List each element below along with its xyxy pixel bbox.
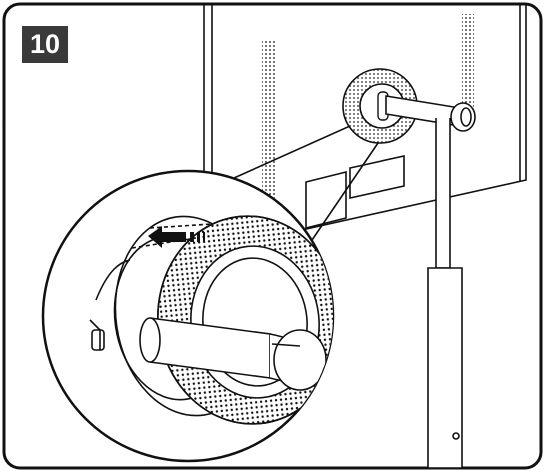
monitor-back [203, 4, 527, 251]
rotate-arrow-icon [148, 226, 205, 248]
mount-plate [342, 68, 418, 144]
stand [385, 95, 476, 469]
callout-connector [233, 125, 379, 244]
magnifier-callout [41, 169, 335, 463]
step-number-badge: 10 [22, 26, 68, 63]
